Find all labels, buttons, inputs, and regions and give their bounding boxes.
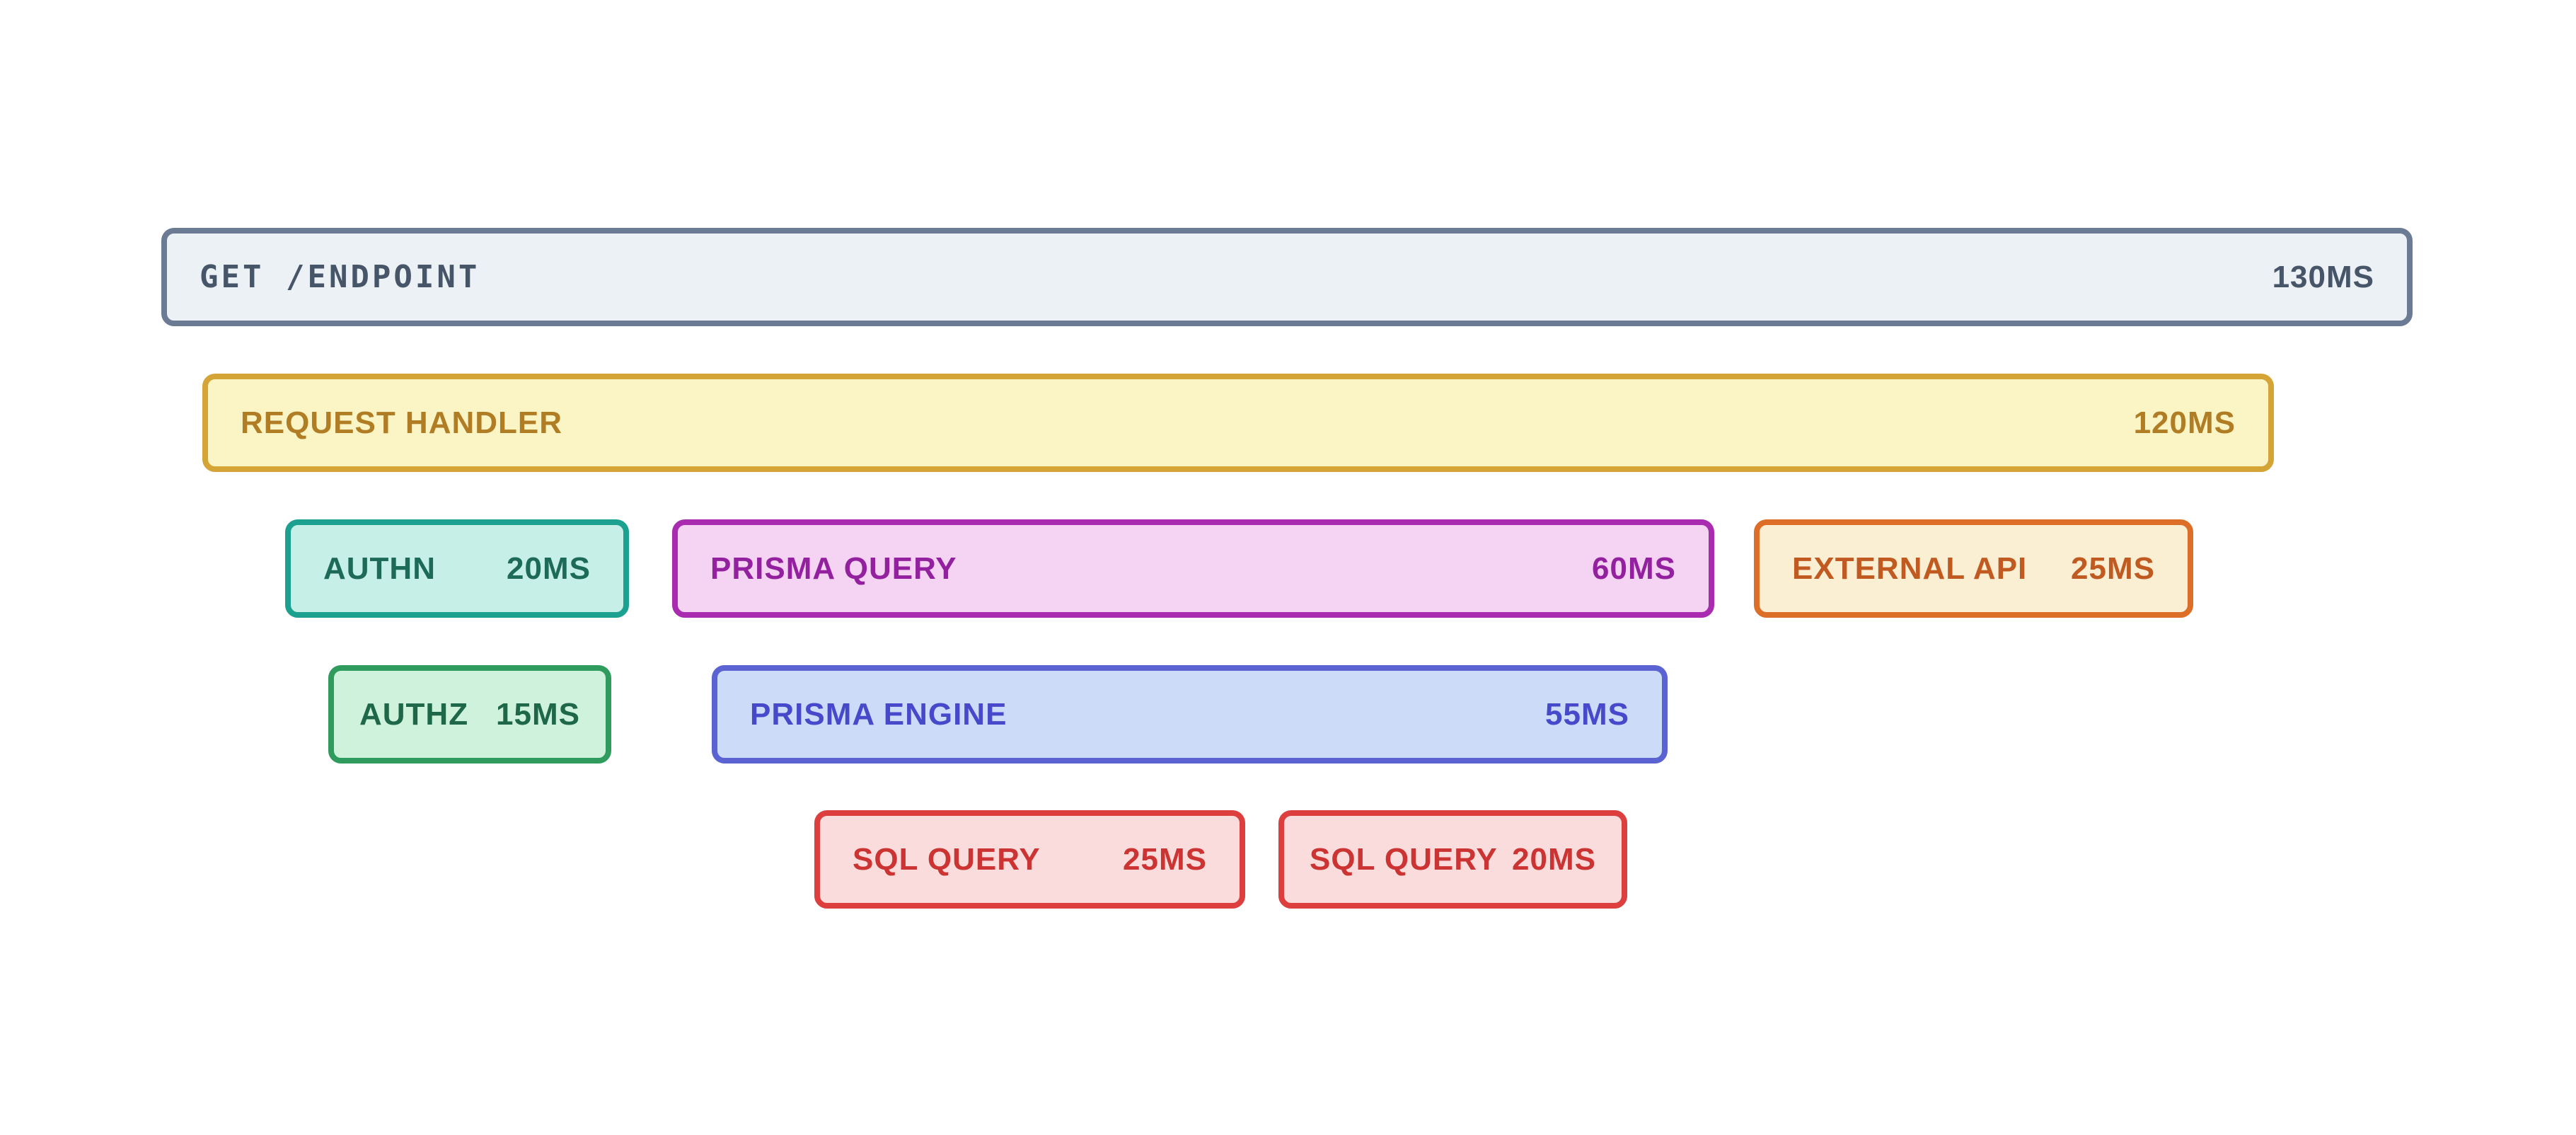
span-label: PRISMA QUERY [710, 551, 957, 586]
span-authn: AUTHN 20MS [285, 519, 629, 618]
span-duration: 20MS [1512, 841, 1596, 877]
span-external-api: EXTERNAL API 25MS [1754, 519, 2193, 618]
span-label: AUTHN [323, 551, 436, 586]
span-authz: AUTHZ 15MS [328, 665, 611, 764]
span-label: REQUEST HANDLER [241, 405, 563, 440]
span-request-handler: REQUEST HANDLER 120MS [202, 374, 2274, 472]
span-duration: 25MS [1123, 841, 1207, 877]
span-label: SQL QUERY [1310, 841, 1498, 877]
span-duration: 130MS [2272, 259, 2374, 294]
span-prisma-query: PRISMA QUERY 60MS [672, 519, 1714, 618]
span-duration: 25MS [2071, 551, 2155, 586]
span-duration: 15MS [496, 696, 580, 732]
span-label: AUTHZ [359, 696, 469, 732]
span-label: EXTERNAL API [1792, 551, 2028, 586]
span-label: SQL QUERY [853, 841, 1041, 877]
span-prisma-engine: PRISMA ENGINE 55MS [712, 665, 1668, 764]
span-duration: 120MS [2133, 405, 2236, 440]
span-label: PRISMA ENGINE [750, 696, 1007, 732]
span-sql-query-1: SQL QUERY 25MS [814, 810, 1245, 909]
span-get-endpoint: GET /ENDPOINT 130MS [161, 228, 2413, 326]
span-label: GET /ENDPOINT [200, 259, 480, 295]
span-sql-query-2: SQL QUERY 20MS [1278, 810, 1627, 909]
span-duration: 20MS [507, 551, 591, 586]
span-duration: 60MS [1592, 551, 1676, 586]
span-duration: 55MS [1545, 696, 1629, 732]
